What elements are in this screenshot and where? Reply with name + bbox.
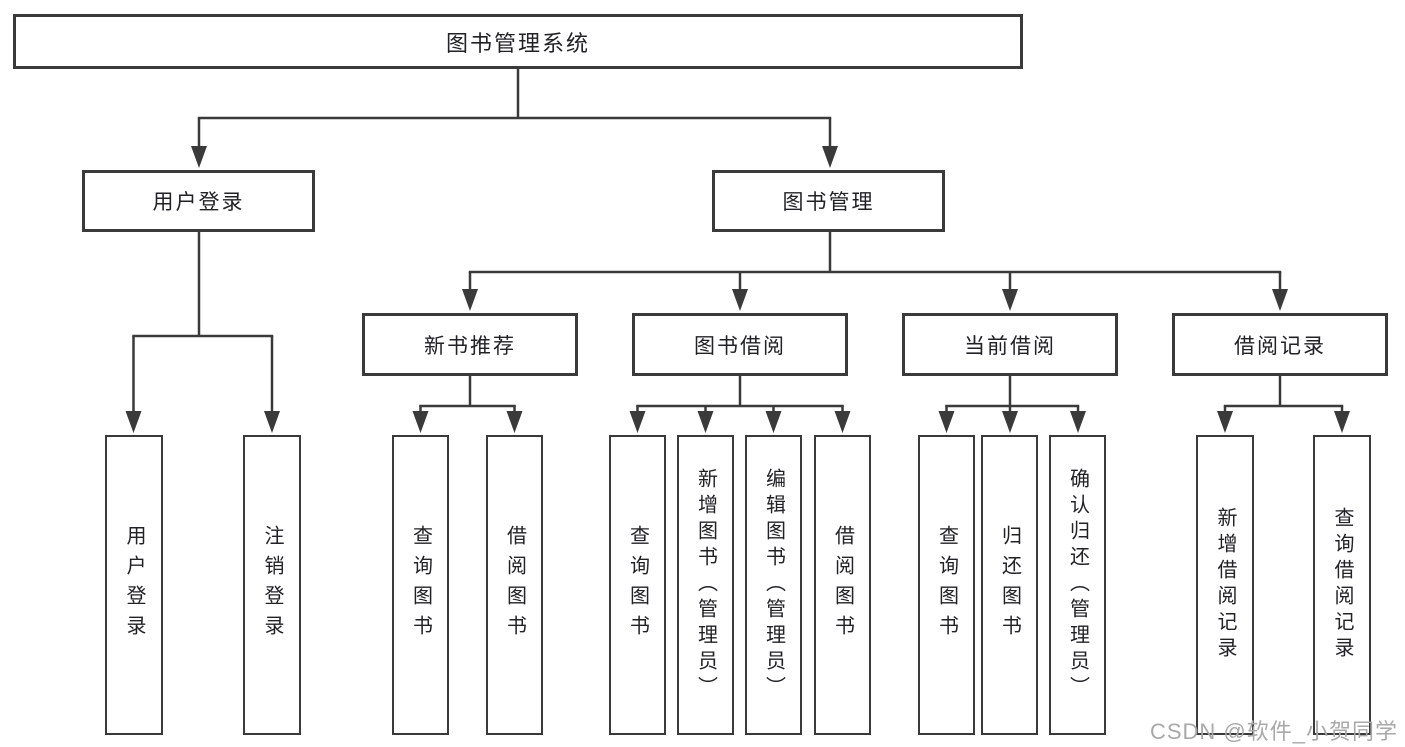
arrow-heads (125, 146, 1350, 433)
leaf-edit-book-admin: 编辑图书（管理员） (745, 435, 802, 735)
leaf-add-borrow-record: 新增借阅记录 (1196, 435, 1254, 735)
leaf-return-book: 归还图书 (981, 435, 1038, 735)
leaf-borrow-book-recommend: 借阅图书 (486, 435, 543, 735)
leaf-borrow-book: 借阅图书 (814, 435, 871, 735)
node-book-management: 图书管理 (712, 170, 945, 232)
node-book-borrow: 图书借阅 (632, 313, 848, 376)
leaf-add-book-admin: 新增图书（管理员） (677, 435, 734, 735)
leaf-logout-login: 注销登录 (243, 435, 301, 735)
leaf-query-borrow-record: 查询借阅记录 (1313, 435, 1371, 735)
node-new-book-recommend: 新书推荐 (362, 313, 578, 376)
leaf-query-book-current: 查询图书 (918, 435, 975, 735)
node-library-system: 图书管理系统 (13, 14, 1023, 69)
node-user-login: 用户登录 (82, 170, 315, 232)
leaf-confirm-return-admin: 确认归还（管理员） (1049, 435, 1106, 735)
leaf-query-book-borrow: 查询图书 (609, 435, 666, 735)
node-borrow-record: 借阅记录 (1172, 313, 1388, 376)
leaf-user-login: 用户登录 (105, 435, 163, 735)
node-current-borrow: 当前借阅 (902, 313, 1118, 376)
watermark: CSDN @软件_小贺同学 (1149, 719, 1398, 744)
leaf-query-book-recommend: 查询图书 (392, 435, 449, 735)
